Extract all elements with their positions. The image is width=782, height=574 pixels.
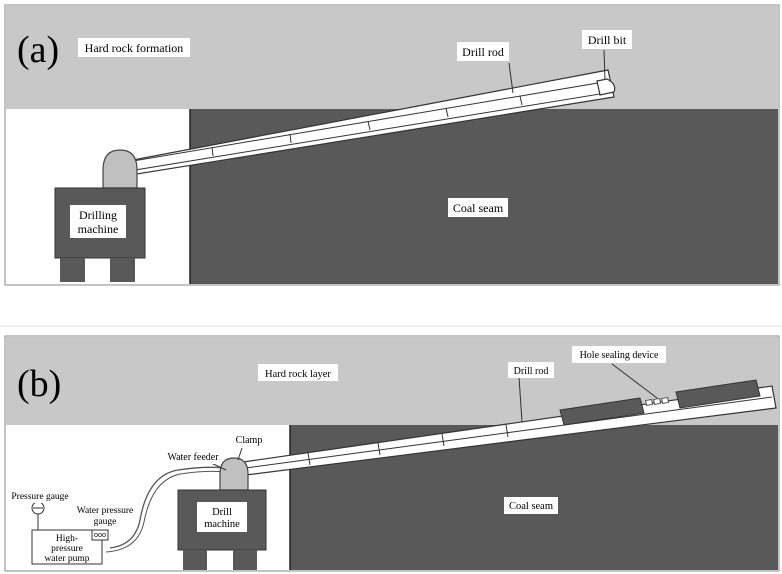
water-feeder-label-bg bbox=[164, 449, 222, 464]
coal-seam-label-bg-a bbox=[448, 198, 508, 217]
drill-rod-label-bg-b bbox=[508, 362, 554, 378]
sealing-coupling bbox=[645, 397, 669, 406]
hard-rock-label-bg-a bbox=[78, 38, 190, 57]
water-pressure-gauge-icon bbox=[91, 529, 109, 541]
drill-bit-label-bg-a bbox=[582, 30, 632, 49]
drilling-machine-label-bg-a bbox=[70, 205, 126, 238]
panel-a-tag: (a) bbox=[17, 29, 59, 71]
water-hose-inner bbox=[105, 470, 227, 553]
panel-b-tag: (b) bbox=[17, 363, 61, 405]
drill-machine-label-bg-b bbox=[197, 502, 247, 532]
water-pressure-gauge-label-bg bbox=[74, 502, 136, 528]
hard-rock-formation bbox=[6, 6, 778, 109]
rod-joints-a bbox=[211, 95, 523, 157]
water-pressure-gauge-label-line2: gauge bbox=[94, 517, 117, 527]
clamp-label-bg bbox=[232, 432, 266, 447]
hard-rock-label-bg-b bbox=[258, 364, 338, 381]
rod-joints-b bbox=[307, 424, 509, 466]
drill-rod-leader-a bbox=[508, 62, 514, 94]
machine-leg-left-a bbox=[60, 258, 85, 282]
pump-label-line1: High- bbox=[56, 534, 78, 544]
drill-bit-leader-a bbox=[603, 49, 606, 81]
water-hose-outer bbox=[109, 466, 226, 549]
high-pressure-pump bbox=[31, 529, 103, 565]
hole-sealing-label: Hole sealing device bbox=[580, 350, 659, 361]
drill-rod-line-b bbox=[245, 396, 773, 469]
hole-sealing-label-bg bbox=[572, 346, 666, 363]
drill-rod-label-b: Drill rod bbox=[514, 366, 549, 377]
hard-rock-label-b: Hard rock layer bbox=[265, 369, 331, 380]
drill-rod-label-bg-a bbox=[457, 42, 509, 61]
drill-bit-shape-a bbox=[596, 78, 616, 96]
coal-seam-label-b: Coal seam bbox=[509, 501, 553, 512]
coal-seam-label-bg-b bbox=[504, 497, 558, 514]
drill-head-b bbox=[219, 457, 249, 491]
panel-b: (b) Hard rock layer Drill rod Hole seali… bbox=[4, 335, 780, 572]
water-pressure-gauge-dials bbox=[94, 533, 106, 537]
sealing-packer-1 bbox=[559, 397, 645, 426]
pressure-gauge-label-bg bbox=[8, 488, 72, 503]
coal-seam-label-a: Coal seam bbox=[453, 201, 504, 215]
drilling-machine-label-line2-a: machine bbox=[78, 222, 119, 236]
pump-label-line3: water pump bbox=[44, 554, 89, 564]
clamp-leader bbox=[237, 447, 243, 461]
sealing-packer-2 bbox=[675, 379, 761, 409]
drill-rod-label-a: Drill rod bbox=[462, 45, 504, 59]
sealing-leader-b bbox=[611, 363, 658, 399]
drill-machine-label-line2-b: machine bbox=[204, 519, 240, 530]
machine-leg-right-b bbox=[233, 550, 257, 570]
drill-bit-label-a: Drill bit bbox=[588, 33, 627, 47]
clamp-label: Clamp bbox=[236, 435, 263, 446]
water-feeder-label: Water feeder bbox=[167, 452, 219, 463]
hard-rock-label-a: Hard rock formation bbox=[85, 41, 184, 55]
water-pressure-gauge-label-line1: Water pressure bbox=[77, 506, 133, 516]
panel-a: (a) Hard rock formation Drill rod Drill … bbox=[4, 4, 780, 286]
drilling-machine-label-line1-a: Drilling bbox=[79, 208, 117, 222]
drill-machine-label-line1-b: Drill bbox=[212, 507, 232, 518]
drill-rod-leader-b bbox=[518, 376, 523, 423]
pressure-gauge-label: Pressure gauge bbox=[11, 492, 68, 502]
machine-leg-left-b bbox=[183, 550, 207, 570]
pump-label-line2: pressure bbox=[51, 544, 83, 554]
drill-head-a bbox=[102, 149, 138, 189]
machine-leg-right-a bbox=[110, 258, 135, 282]
